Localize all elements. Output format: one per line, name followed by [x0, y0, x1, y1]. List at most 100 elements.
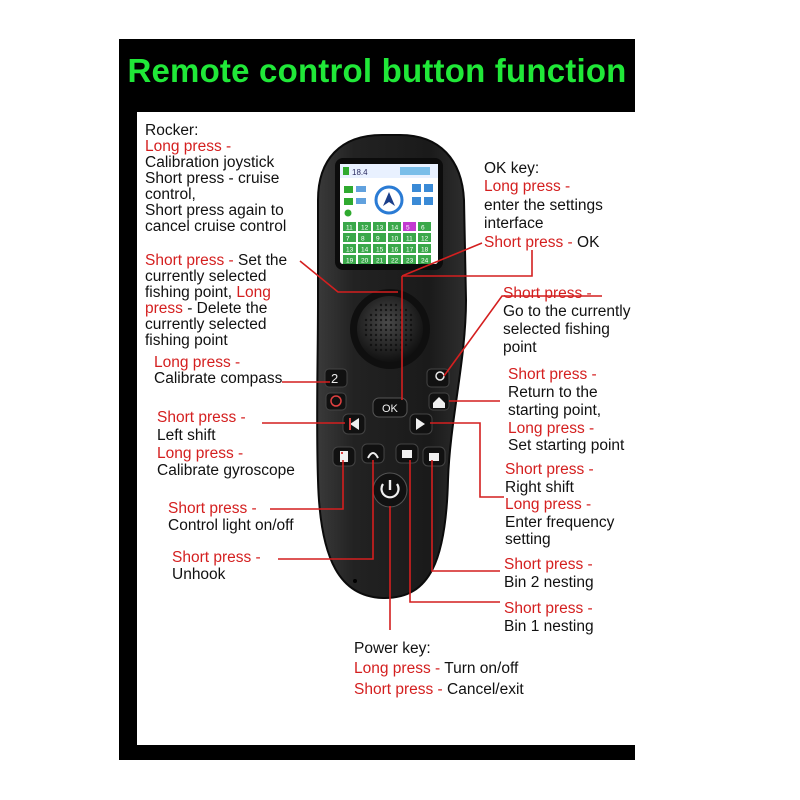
- rocker-grille-hole: [384, 318, 388, 322]
- unhook-text: Unhook: [172, 566, 226, 583]
- power-long-line: Long press - Turn on/off: [354, 660, 518, 677]
- rocker-grille-hole: [389, 348, 393, 352]
- screen-grid-cell: [418, 255, 431, 264]
- left-short-text: Left shift: [157, 427, 216, 444]
- rocker-grille-hole: [404, 308, 408, 312]
- right-long-text1: Enter frequency: [505, 514, 615, 531]
- screen-grid-cell: [388, 255, 401, 264]
- rocker-grille-hole: [409, 333, 413, 337]
- screen-grid-number: 24: [421, 258, 429, 265]
- rocker-long-text: Calibration joystick: [145, 154, 275, 171]
- fishing-point-short-press: Short press -: [145, 252, 234, 269]
- fishing-point-press: press: [145, 300, 183, 317]
- rocker-grille-hole: [394, 323, 398, 327]
- rocker-grille-hole: [364, 323, 368, 327]
- rocker-grille-hole: [374, 338, 378, 342]
- delete-point-button: [325, 392, 347, 411]
- rocker-grille-hole: [394, 303, 398, 307]
- rocker-grille-hole: [394, 308, 398, 312]
- rocker-long-press: Long press -: [145, 138, 232, 155]
- ok-long-press: Long press -: [484, 178, 571, 195]
- screen-grid-number: 19: [346, 258, 354, 265]
- fishing-point-line4: press - Delete the: [145, 300, 267, 317]
- rocker-grille-hole: [374, 348, 378, 352]
- screen-grid-cell: [403, 244, 416, 253]
- left-long-press: Long press -: [157, 445, 244, 462]
- screen-grid-cell: [343, 233, 356, 242]
- rocker-grille-hole: [384, 328, 388, 332]
- rocker-grille-hole: [404, 333, 408, 337]
- rocker-grille-hole: [374, 333, 378, 337]
- home-short-press: Short press -: [508, 366, 597, 383]
- screen-grid-cell: [403, 233, 416, 242]
- screen-grid-number: 13: [376, 225, 384, 232]
- rocker-grille-hole: [379, 348, 383, 352]
- rocker-grille-hole: [384, 338, 388, 342]
- rocker-grille-hole: [384, 313, 388, 317]
- rocker-grille-hole: [404, 338, 408, 342]
- screen-grid-cell: [388, 233, 401, 242]
- rocker-grille-hole: [394, 348, 398, 352]
- rocker-grille-hole: [384, 333, 388, 337]
- fishing-point-line4-text: - Delete the: [187, 300, 268, 317]
- screen-grid-cell: [373, 222, 386, 231]
- rocker-grille-hole: [374, 323, 378, 327]
- rocker-grille-hole: [374, 343, 378, 347]
- rocker-grille-hole: [379, 313, 383, 317]
- rocker-grille-hole: [379, 318, 383, 322]
- screen-grid-number: 9: [376, 236, 380, 243]
- home-long-press: Long press -: [508, 420, 595, 437]
- goto-line3: point: [503, 339, 537, 356]
- screen-grid-cell: [358, 233, 371, 242]
- ok-short-line: Short press - OK: [484, 234, 599, 251]
- ok-button: [372, 397, 408, 418]
- goto-line1: Go to the currently: [503, 303, 631, 320]
- ok-heading: OK key:: [484, 160, 540, 177]
- screen-grid-cell: [388, 222, 401, 231]
- rocker-grille-hole: [379, 328, 383, 332]
- rocker-grille-hole: [369, 343, 373, 347]
- left-long-text: Calibrate gyroscope: [157, 462, 295, 479]
- power-short-text: Cancel/exit: [447, 681, 524, 698]
- screen-grid-number: 12: [421, 236, 429, 243]
- rocker-grille-hole: [389, 308, 393, 312]
- bin2-short-press: Short press -: [504, 556, 593, 573]
- rocker-grille-hole: [374, 308, 378, 312]
- screen-grid-number: 11: [406, 236, 413, 243]
- screen-grid-number: 11: [346, 225, 353, 232]
- rocker-grille-hole: [379, 343, 383, 347]
- light-short-press: Short press -: [168, 500, 257, 517]
- screen-grid-number: 20: [361, 258, 369, 265]
- power-heading: Power key:: [354, 640, 431, 657]
- rocker-line4: control,: [145, 186, 196, 203]
- right-short-press: Short press -: [505, 461, 594, 478]
- screen-grid-number: 17: [406, 247, 414, 254]
- bin2-text: Bin 2 nesting: [504, 574, 594, 591]
- rocker-grille-hole: [374, 328, 378, 332]
- page-title: Remote control button function: [127, 52, 627, 89]
- rocker-grille-hole: [394, 343, 398, 347]
- screen-grid-number: 10: [391, 236, 399, 243]
- screen-grid-cell: [343, 244, 356, 253]
- rocker-grille-hole: [404, 343, 408, 347]
- screen-grid-cell: [373, 244, 386, 253]
- screen-grid-number: 7: [346, 236, 350, 243]
- rocker-grille-hole: [389, 318, 393, 322]
- screen-grid-number: 12: [361, 225, 369, 232]
- ok-long-text1: enter the settings: [484, 197, 603, 214]
- screen-grid-number: 5: [406, 225, 410, 232]
- screen-grid-cell: [388, 244, 401, 253]
- screen-grid-cell: [403, 222, 416, 231]
- fishing-point-line3: fishing point, Long: [145, 284, 271, 301]
- screen-grid-cell: [358, 255, 371, 264]
- rocker-grille-hole: [384, 323, 388, 327]
- rocker-grille-hole: [394, 318, 398, 322]
- screen-grid-cell: [373, 233, 386, 242]
- rocker-grille-hole: [379, 303, 383, 307]
- screen-grid-number: 13: [346, 247, 354, 254]
- rocker-grille-hole: [394, 313, 398, 317]
- fishing-point-line5: currently selected: [145, 316, 267, 333]
- rocker-grille-hole: [394, 333, 398, 337]
- screen-grid-cell: [418, 222, 431, 231]
